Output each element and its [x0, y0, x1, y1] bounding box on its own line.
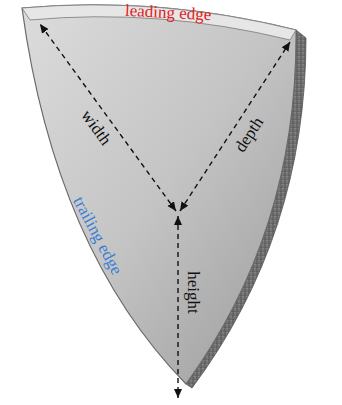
width-arrow — [40, 24, 176, 211]
leading-edge-label: leading edge — [124, 1, 211, 22]
shell-face — [22, 5, 296, 384]
height-arrow — [177, 216, 178, 398]
height-label: height — [185, 271, 202, 314]
depth-arrow — [180, 42, 290, 211]
